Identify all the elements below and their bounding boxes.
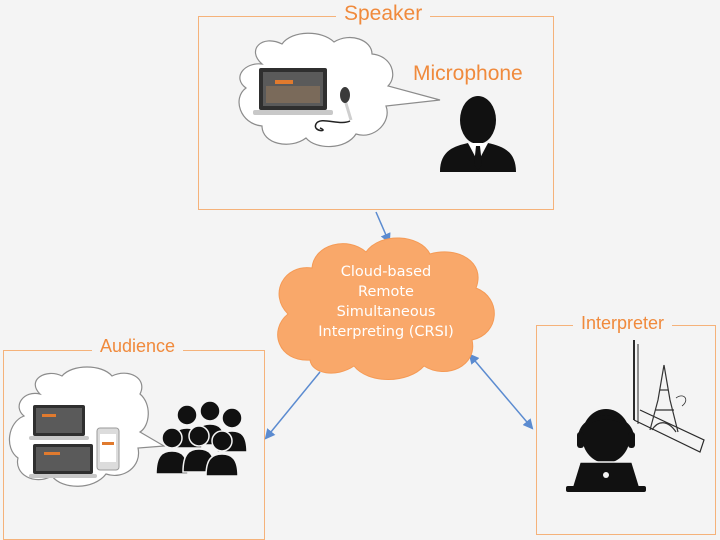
hub-label-line: Interpreting (CRSI) — [318, 324, 454, 340]
interpreter-booth-window — [633, 340, 705, 453]
eiffel-tower-icon — [649, 364, 687, 433]
microphone-label: Microphone — [413, 62, 523, 85]
smartphone-icon — [96, 427, 120, 471]
laptop-icon — [29, 444, 97, 478]
hub-cloud — [277, 237, 495, 380]
interpreter-headset-icon — [566, 409, 646, 492]
arrow-speaker-to-hub — [375, 211, 391, 244]
speaker-title: Speaker — [336, 2, 431, 26]
microphone-icon — [314, 87, 353, 132]
laptop-icon — [253, 68, 333, 115]
arrow-hub-to-audience — [264, 371, 321, 440]
hub-label-line: Cloud-based — [340, 264, 432, 280]
arrow-hub-interpreter — [468, 353, 534, 430]
laptop-icon — [29, 405, 89, 440]
hub-label-line: Remote — [358, 284, 414, 300]
speaker-thought-bubble — [238, 32, 441, 148]
audience-title: Audience — [92, 336, 184, 357]
speaker-person-icon — [440, 96, 516, 172]
interpreter-title: Interpreter — [573, 313, 673, 334]
hub-label-line: Simultaneous — [336, 304, 436, 320]
audience-group-icon — [155, 400, 248, 477]
hub-label: Cloud-based Remote Simultaneous Interpre… — [300, 262, 472, 342]
